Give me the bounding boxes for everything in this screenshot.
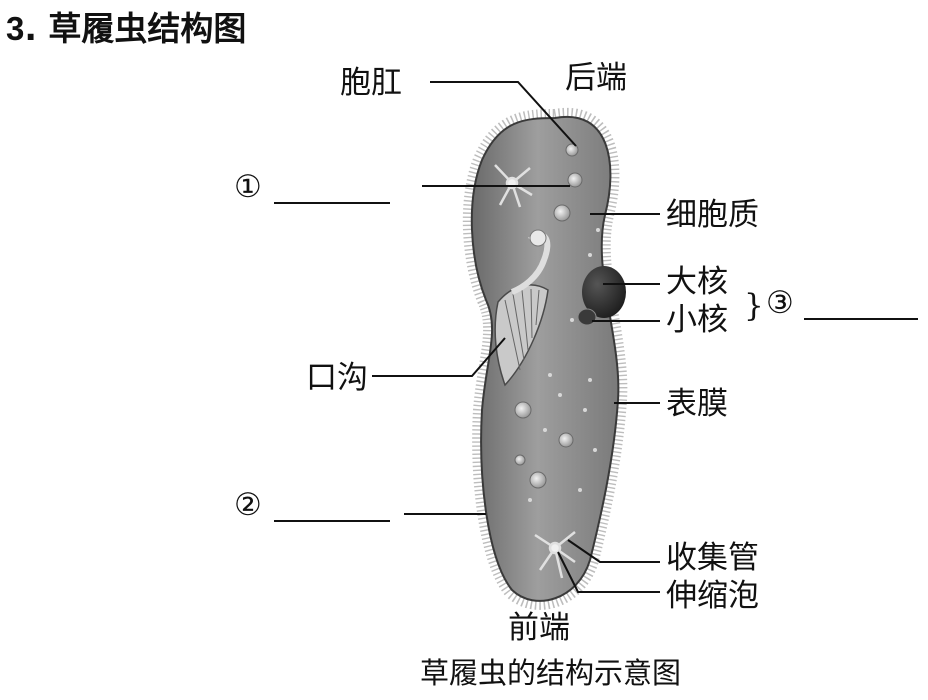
micronucleus-shape — [577, 308, 597, 326]
oral-groove-cilia — [504, 288, 540, 371]
nucleus-bracket: } — [744, 288, 764, 324]
label-contractile-vacuole: 伸缩泡 — [666, 578, 759, 614]
heading-title: 草履虫结构图 — [48, 9, 247, 48]
heading-separator: . — [24, 9, 37, 48]
label-anal-pore: 胞肛 — [340, 65, 402, 101]
anal-pore-leader — [430, 81, 577, 147]
label-micronucleus: 小核 — [666, 302, 728, 338]
figure-heading: 3. 草履虫结构图 — [6, 2, 246, 50]
label-pellicle: 表膜 — [666, 386, 728, 422]
blank-1-number: ① — [234, 169, 262, 205]
blank-3-number: ③ — [766, 285, 794, 321]
label-collecting-canal: 收集管 — [666, 540, 759, 576]
figure-caption: 草履虫的结构示意图 — [420, 656, 681, 690]
granules — [528, 228, 600, 502]
blank-2-number: ② — [234, 487, 262, 523]
label-macronucleus: 大核 — [666, 264, 728, 300]
contractile-vacuole-leader — [557, 551, 660, 593]
collecting-canal-leader — [567, 539, 660, 563]
contractile-vacuole-bottom — [534, 531, 576, 579]
food-vacuole-forming — [529, 229, 547, 247]
macronucleus-shape — [582, 266, 626, 318]
label-posterior-end: 后端 — [565, 60, 627, 96]
heading-number: 3 — [6, 10, 25, 47]
label-anterior-end: 前端 — [508, 610, 570, 646]
cell-body — [470, 115, 620, 602]
food-vacuoles — [514, 143, 583, 489]
label-oral-groove: 口沟 — [306, 360, 368, 396]
label-cytoplasm: 细胞质 — [666, 197, 759, 233]
oral-groove-leader — [372, 337, 506, 377]
